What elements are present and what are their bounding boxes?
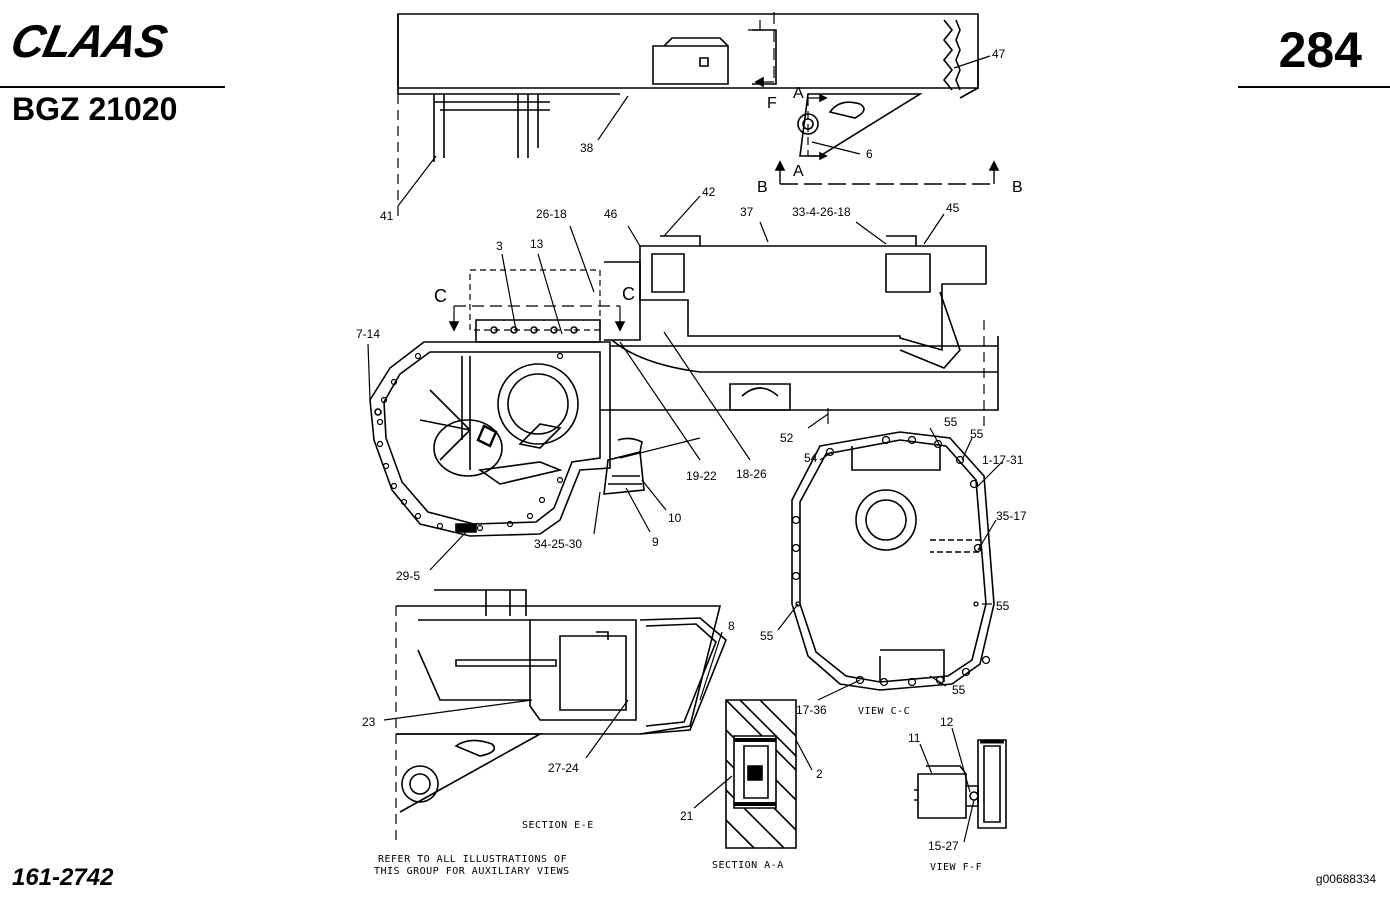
model-number: BGZ 21020 <box>12 91 178 127</box>
callout-41: 41 <box>380 209 394 223</box>
view-c-c-title: VIEW C-C <box>858 706 910 717</box>
callout-55-top-left: 55 <box>944 415 958 429</box>
marker-b-left: B <box>757 179 768 196</box>
leader-lines <box>367 55 1003 843</box>
brand-underline <box>0 86 225 88</box>
callout-23: 23 <box>362 715 376 729</box>
callout-7-14: 7-14 <box>356 327 380 341</box>
callout-12: 12 <box>940 715 954 729</box>
view-titles: VIEW C-C SECTION E-E SECTION A-A VIEW F-… <box>374 706 982 877</box>
callout-10: 10 <box>668 511 682 525</box>
view-f-f-title: VIEW F-F <box>930 862 982 873</box>
callout-42: 42 <box>702 185 716 199</box>
callout-55-right: 55 <box>996 599 1010 613</box>
callout-11: 11 <box>908 731 921 745</box>
callout-38: 38 <box>580 141 594 155</box>
callout-52: 52 <box>780 431 794 445</box>
callout-33-4-26-18: 33-4-26-18 <box>792 205 851 219</box>
callout-47: 47 <box>992 47 1006 61</box>
callout-55-left: 55 <box>760 629 774 643</box>
callout-55-bottom: 55 <box>952 683 966 697</box>
callout-2: 2 <box>816 767 823 781</box>
callout-8: 8 <box>728 619 735 633</box>
callout-45: 45 <box>946 201 960 215</box>
main-gearbox-drawing <box>369 235 999 537</box>
page-number-underline <box>1238 86 1390 88</box>
section-a-a-drawing <box>725 699 797 849</box>
callout-37: 37 <box>740 205 754 219</box>
callout-54: 54 <box>804 451 818 465</box>
marker-f: F <box>767 95 777 112</box>
callout-15-27: 15-27 <box>928 839 959 853</box>
marker-b-right: B <box>1012 179 1023 196</box>
callout-1-17-31: 1-17-31 <box>982 453 1024 467</box>
callout-9: 9 <box>652 535 659 549</box>
part-callouts: 47 38 41 6 42 37 33-4-26-18 45 46 26-18 … <box>356 47 1027 853</box>
callout-19-22: 19-22 <box>686 469 717 483</box>
callout-46: 46 <box>604 207 618 221</box>
section-e-e-title: SECTION E-E <box>522 820 594 831</box>
reference-note-line1: REFER TO ALL ILLUSTRATIONS OF <box>378 854 567 865</box>
view-c-c-drawing <box>791 431 995 691</box>
cut-line-markers: F A A B B C C <box>434 85 1023 306</box>
marker-a-top: A <box>793 85 804 102</box>
callout-6: 6 <box>866 147 873 161</box>
reference-note-line2: THIS GROUP FOR AUXILIARY VIEWS <box>374 866 570 877</box>
drawing-number: 161-2742 <box>12 864 114 891</box>
page-number: 284 <box>1278 22 1362 78</box>
marker-a-bottom: A <box>793 163 804 180</box>
callout-35-17: 35-17 <box>996 509 1027 523</box>
callout-27-24: 27-24 <box>548 761 579 775</box>
housing-bolt-holes <box>376 352 564 532</box>
callout-26-18: 26-18 <box>536 207 567 221</box>
callout-21: 21 <box>680 809 694 823</box>
top-frame-drawing <box>397 12 1000 220</box>
callout-13: 13 <box>530 237 544 251</box>
callout-34-25-30: 34-25-30 <box>534 537 582 551</box>
marker-c-right: C <box>622 284 635 304</box>
callout-17-36: 17-36 <box>796 703 827 717</box>
cover-bolt-holes <box>791 435 991 687</box>
section-e-e-drawing <box>395 589 727 840</box>
callout-29-5: 29-5 <box>396 569 420 583</box>
marker-c-left: C <box>434 286 447 306</box>
view-f-f-drawing <box>914 739 1007 829</box>
callout-55-top-right: 55 <box>970 427 984 441</box>
callout-3: 3 <box>496 239 503 253</box>
callout-18-26: 18-26 <box>736 467 767 481</box>
section-a-a-title: SECTION A-A <box>712 860 784 871</box>
image-id: g00688334 <box>1315 872 1376 886</box>
